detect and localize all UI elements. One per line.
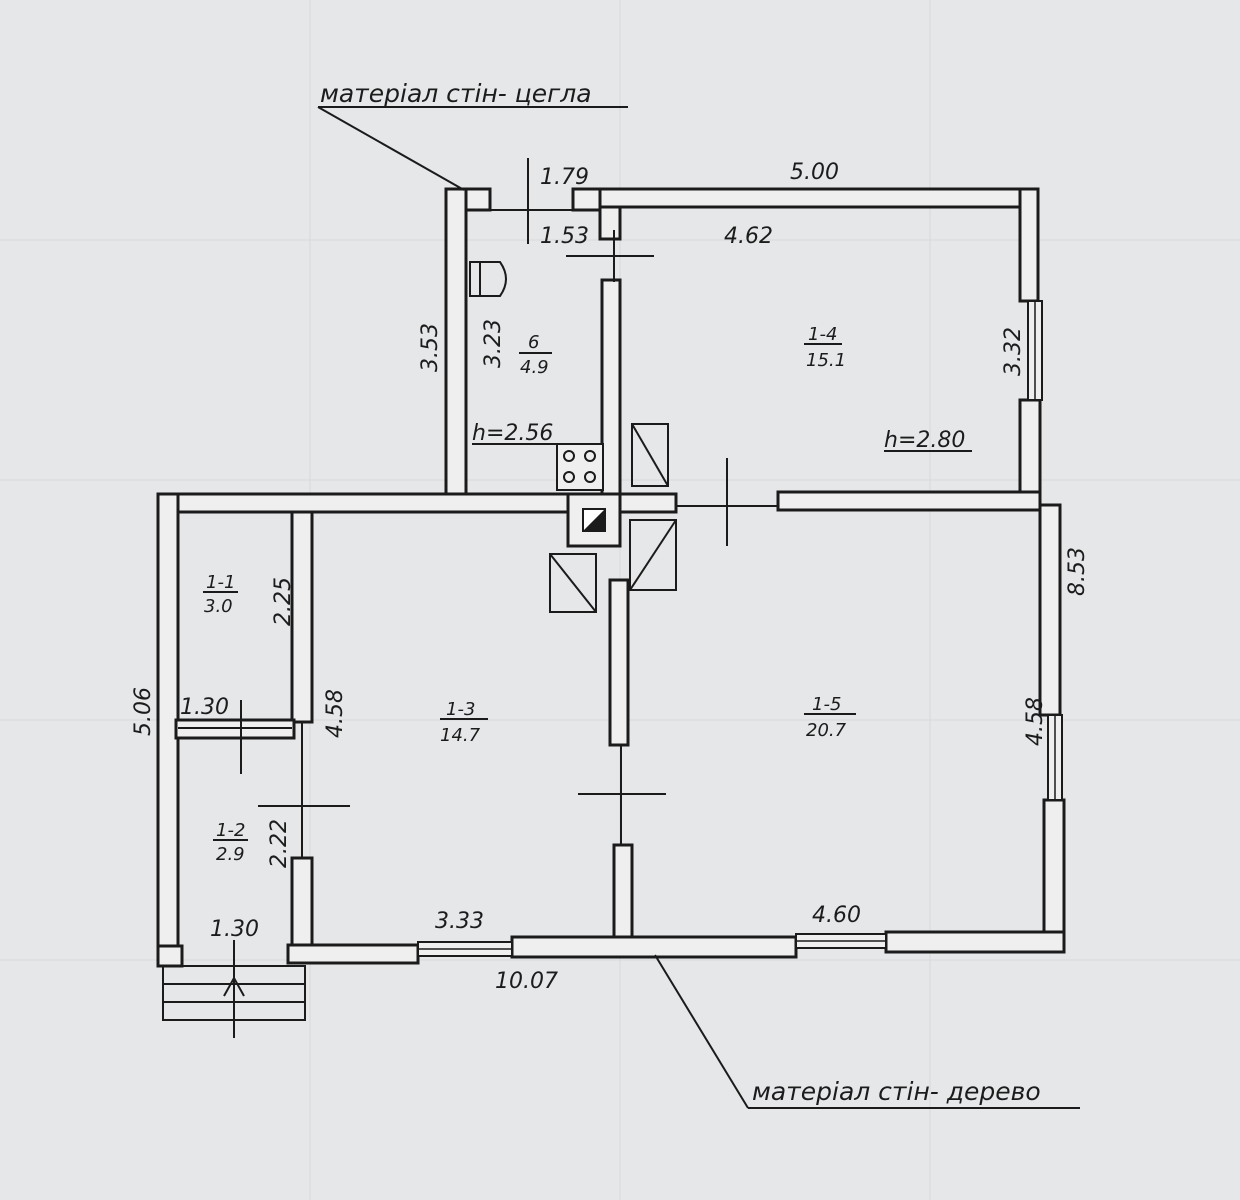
room-id: 1-3 xyxy=(446,699,475,720)
room-id: 1-5 xyxy=(812,694,841,715)
dim-label: 3.53 xyxy=(418,323,443,372)
dimension-labels: 1.79 5.00 1.53 4.62 3.53 3.23 3.32 8.53 … xyxy=(131,160,1090,994)
notes: матеріал стін- цегла матеріал стін- дере… xyxy=(320,79,1041,1106)
window-right-lower xyxy=(1047,714,1063,801)
wall-room14-top xyxy=(598,187,1040,209)
walls xyxy=(156,187,1066,968)
room-area: 2.9 xyxy=(216,844,245,865)
note-brick: матеріал стін- цегла xyxy=(320,79,592,108)
wall-room14-right-top xyxy=(1018,187,1040,303)
room-area: 20.7 xyxy=(806,720,847,741)
window-right-upper xyxy=(1027,300,1043,401)
wall-bottom-right xyxy=(884,930,1066,954)
dim-label: 4.60 xyxy=(812,903,861,928)
window-bottom-left xyxy=(417,941,513,957)
dim-label: 3.33 xyxy=(435,909,484,934)
wall-right-lower-bottom xyxy=(1042,798,1066,952)
wall-right-lower-top xyxy=(1038,503,1062,717)
note-wood: матеріал стін- дерево xyxy=(752,1077,1041,1106)
room-area: 14.7 xyxy=(440,725,481,746)
wall-bottom-storage xyxy=(286,943,420,965)
dim-label: 1.30 xyxy=(180,695,229,720)
dim-label: 1.30 xyxy=(210,917,259,942)
dim-label: 1.79 xyxy=(540,165,589,190)
dim-label: 3.32 xyxy=(1001,327,1026,376)
height-labels: h=2.56 h=2.80 xyxy=(472,421,965,453)
dim-label: 2.22 xyxy=(267,819,292,868)
dim-label: 3.23 xyxy=(481,319,506,368)
door-markers xyxy=(178,158,778,858)
room-area: 3.0 xyxy=(204,596,233,617)
toilet-icon xyxy=(469,261,507,297)
wall-bottom-center xyxy=(510,935,798,959)
heater-icon xyxy=(631,423,669,487)
room-id: 1-4 xyxy=(808,324,837,345)
dim-label: 8.53 xyxy=(1065,547,1090,596)
chimney-icon xyxy=(566,492,622,548)
wall-room6-right-lower xyxy=(600,278,622,497)
stove-icon xyxy=(556,443,604,491)
windows xyxy=(417,300,1063,957)
dim-label: 1.53 xyxy=(540,224,589,249)
window-bottom-right xyxy=(795,933,887,949)
wall-middle-left xyxy=(156,492,572,514)
height-label-room6: h=2.56 xyxy=(472,421,553,446)
heater-icon xyxy=(629,519,677,591)
dim-label: 4.58 xyxy=(1023,697,1048,746)
dim-label: 5.06 xyxy=(131,687,156,736)
room-id: 1-2 xyxy=(216,820,245,841)
wall-middle-right xyxy=(776,490,1042,512)
entrance-arrow-icon xyxy=(223,940,245,1038)
height-label-room14: h=2.80 xyxy=(884,428,965,453)
dim-label: 5.00 xyxy=(790,160,839,185)
wall-partition-upper xyxy=(608,578,630,747)
wall-partition-lower xyxy=(612,843,634,947)
room-labels: 6 4.9 1-4 15.1 1-1 3.0 1-2 2.9 1-3 14.7 … xyxy=(204,324,847,865)
underlines xyxy=(203,343,972,841)
room-area: 4.9 xyxy=(520,357,549,378)
dim-label: 4.62 xyxy=(724,224,773,249)
dim-label: 4.58 xyxy=(323,689,348,738)
room-id: 1-1 xyxy=(206,572,235,593)
room-area: 15.1 xyxy=(806,350,846,371)
dim-label: 10.07 xyxy=(495,969,558,994)
note-leaders xyxy=(317,106,1080,1109)
dim-label: 2.25 xyxy=(271,577,296,626)
room-id: 6 xyxy=(528,332,539,353)
heater-icon xyxy=(549,553,597,613)
wall-bottom-left xyxy=(156,944,184,968)
wall-room6-left xyxy=(444,187,468,497)
